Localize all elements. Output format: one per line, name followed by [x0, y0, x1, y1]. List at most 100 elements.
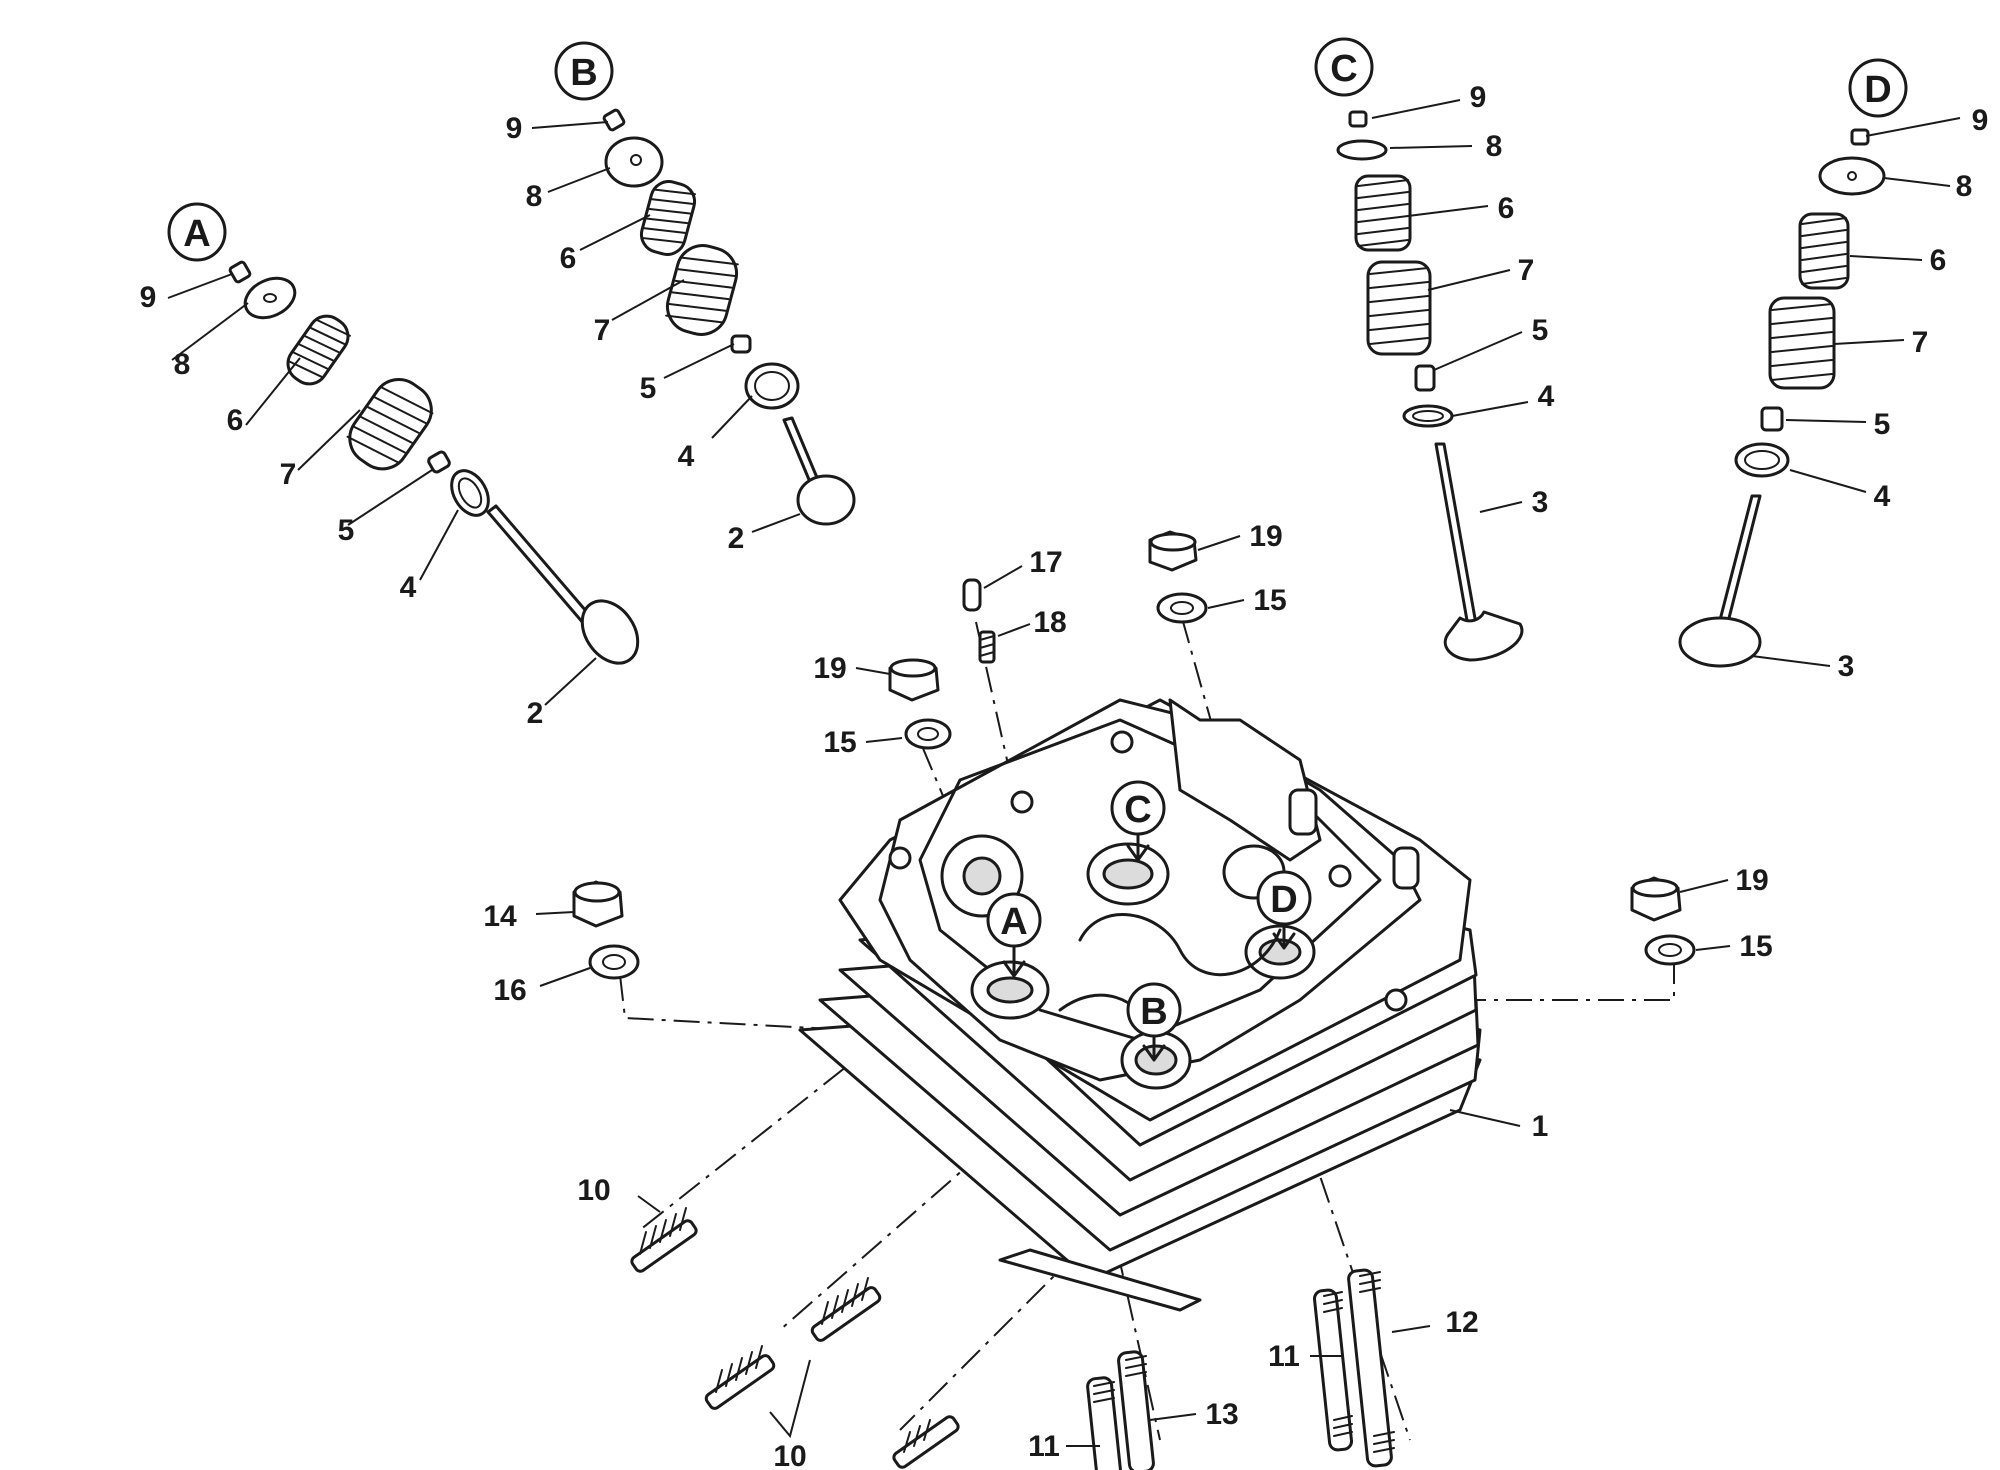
label-12: 12: [1445, 1306, 1478, 1339]
label-a-2: 2: [527, 697, 544, 730]
leaders-11-13: [1066, 1413, 1197, 1447]
retainer-hole-d: [1847, 171, 1857, 181]
label-c-5: 5: [1532, 314, 1549, 347]
label-18: 18: [1033, 606, 1066, 639]
base-flange: [998, 1248, 1202, 1312]
leaders-c: [1371, 99, 1529, 513]
bolt-top-left: [889, 658, 937, 678]
label-17: 17: [1029, 546, 1062, 579]
head-d-callout-letter: D: [1270, 879, 1297, 921]
washer-hole-b: [754, 371, 790, 401]
stud-10-bottom: [892, 1415, 960, 1469]
washer-hole-d: [1744, 450, 1780, 470]
spring-retainer-a: [243, 276, 297, 320]
leaders-upper: [1197, 535, 1245, 609]
label-b-8: 8: [526, 180, 543, 213]
cylinder-head: C A D B 1: [798, 698, 1549, 1312]
outer-valve-spring-a: [346, 378, 434, 471]
arrow-a: [1002, 944, 1026, 978]
dowel-pin: [962, 578, 982, 612]
valve-keeper-d: [1850, 128, 1870, 146]
head-b-callout-letter: B: [1140, 991, 1167, 1033]
valve-seat-b: [1134, 1044, 1178, 1076]
label-c-3: 3: [1532, 486, 1549, 519]
label-11-right: 11: [1268, 1340, 1300, 1373]
label-a-5: 5: [338, 514, 355, 547]
retainer-hole-a: [263, 293, 277, 303]
label-c-4: 4: [1538, 380, 1555, 413]
bolt-top-upper: [1149, 532, 1197, 552]
view-c-callout-circle: [1314, 37, 1374, 97]
spring-seat-washer-c: [1402, 404, 1454, 428]
label-13: 13: [1205, 1398, 1238, 1431]
view-a-callout-letter: A: [183, 213, 210, 255]
outer-valve-spring-d: [1768, 296, 1836, 390]
label-b-6: 6: [560, 242, 577, 275]
boss-3: [888, 846, 912, 870]
washer-left: [904, 718, 952, 750]
valve-seat-c: [1102, 858, 1154, 890]
intake-valve-stem-a: [486, 504, 594, 626]
label-d-8: 8: [1956, 170, 1973, 203]
stud-10-lower-left: [704, 1345, 776, 1410]
stud-10-lower-right: [810, 1277, 882, 1342]
label-head-1: 1: [1532, 1110, 1549, 1143]
leaders-10: [637, 1195, 811, 1439]
leaders-a: [167, 273, 597, 706]
label-b-5: 5: [640, 372, 657, 405]
label-19-right: 19: [1735, 864, 1768, 897]
label-d-4: 4: [1874, 480, 1891, 513]
inner-valve-spring-c: [1354, 174, 1412, 252]
valve-keeper-a: [228, 260, 252, 284]
leaders-d: [1751, 117, 1961, 667]
washer-upper: [1156, 592, 1208, 624]
head-c-callout-letter: C: [1124, 789, 1151, 831]
valve-stem-seal-a: [427, 450, 451, 474]
bolt-left-center: 19 15: [813, 652, 952, 759]
exhaust-valve-stem-c: [1434, 442, 1478, 628]
label-16: 16: [493, 974, 526, 1007]
label-b-2: 2: [728, 522, 745, 555]
valve-keeper-c: [1348, 110, 1368, 128]
rocker-arch-1: [1078, 913, 1282, 977]
valve-stem-seal-d: [1760, 406, 1784, 432]
label-d-7: 7: [1912, 326, 1929, 359]
oil-nipple: [1392, 846, 1420, 890]
short-screw: [978, 630, 996, 664]
washer-hole-right: [1658, 943, 1682, 957]
washer-hole-front: [602, 954, 626, 970]
label-a-7: 7: [280, 458, 297, 491]
leaders-left: [855, 667, 903, 743]
washer-front: [588, 944, 640, 980]
centerline-front-bolt: [619, 974, 1041, 1041]
label-a-8: 8: [174, 348, 191, 381]
valve-stem-seal-c: [1414, 364, 1436, 392]
intake-valve-head-b: [796, 474, 856, 526]
bolt-top-right: [1631, 878, 1679, 898]
label-15-left: 15: [823, 726, 856, 759]
valve-assembly-b: B 9 8 6 7 5 4 2: [506, 41, 856, 555]
exhaust-valve-head-c: [1443, 610, 1524, 662]
boss-1: [1110, 730, 1134, 754]
spring-seat-washer-b: [744, 362, 800, 410]
leaders-front: [535, 911, 591, 987]
inner-valve-spring-d: [1798, 212, 1850, 290]
label-10-upper: 10: [577, 1174, 610, 1207]
label-10-lower: 10: [773, 1440, 806, 1470]
valve-assembly-a: A 9 8 6 7 5 4 2: [140, 202, 640, 730]
spring-seat-washer-d: [1734, 442, 1790, 478]
label-b-7: 7: [594, 314, 611, 347]
head-a-callout-letter: A: [1000, 901, 1027, 943]
valve-assembly-d: D 9 8 6 7 5 4 3: [1678, 58, 1988, 683]
view-b-callout-circle: [554, 41, 614, 101]
washer-hole-upper: [1170, 601, 1194, 615]
label-19-upper: 19: [1249, 520, 1282, 553]
label-19-left: 19: [813, 652, 846, 685]
breather-nipple: [1288, 788, 1318, 836]
boss-5: [1384, 988, 1408, 1012]
boss-4: [1328, 864, 1352, 888]
label-a-6: 6: [227, 404, 244, 437]
intake-valve-head-a: [580, 599, 640, 665]
stud-13: [1117, 1350, 1155, 1470]
